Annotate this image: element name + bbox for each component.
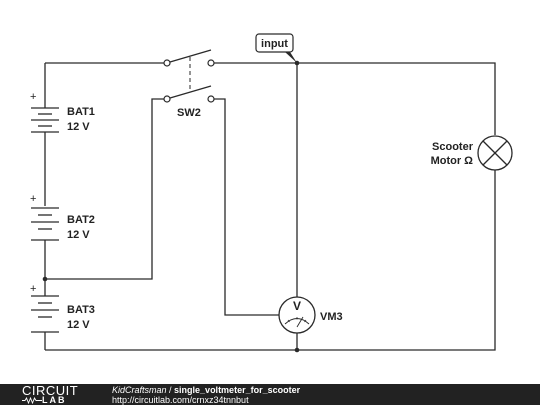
battery-bat1: + BAT1 12 V — [30, 91, 95, 133]
motor-lamp: Scooter Motor Ω — [431, 135, 513, 171]
motor-label-line2: Motor Ω — [431, 155, 474, 167]
bat3-value: 12 V — [67, 319, 90, 331]
wires — [44, 62, 496, 351]
battery-bat2: + BAT2 12 V — [30, 193, 95, 241]
footer-bar: CIRCUIT LAB KidCraftsman / single_voltme… — [0, 384, 540, 405]
voltmeter-symbol: V — [293, 299, 301, 313]
footer-text: KidCraftsman / single_voltmeter_for_scoo… — [112, 385, 300, 405]
wire-motor-bottom — [45, 170, 496, 351]
logo-top-text: CIRCUIT — [22, 383, 79, 398]
footer-author[interactable]: KidCraftsman — [112, 385, 167, 395]
junction-dot — [294, 347, 300, 353]
footer-separator: / — [166, 385, 175, 395]
bat2-value: 12 V — [67, 229, 90, 241]
motor-label-line1: Scooter — [432, 141, 474, 153]
bat1-name: BAT1 — [67, 106, 95, 118]
footer-title: single_voltmeter_for_scooter — [174, 385, 301, 395]
wire-tap-to-switch — [45, 98, 167, 280]
circuitlab-logo: CIRCUIT LAB — [22, 384, 94, 405]
bat1-value: 12 V — [67, 121, 90, 133]
probe-input: input — [255, 33, 297, 63]
bat1-polarity: + — [30, 91, 36, 103]
footer-url[interactable]: http://circuitlab.com/crnxz34tnnbut — [112, 395, 249, 405]
switch-sw2: SW2 — [163, 49, 215, 119]
voltmeter-vm3: V VM3 — [278, 296, 343, 334]
wire-switch-to-meter — [211, 98, 279, 316]
logo-bottom-text: LAB — [42, 395, 67, 405]
battery-bat3: + BAT3 12 V — [30, 283, 95, 333]
bat2-polarity: + — [30, 193, 36, 205]
probe-label: input — [261, 38, 288, 50]
voltmeter-name: VM3 — [320, 311, 343, 323]
bat3-name: BAT3 — [67, 304, 95, 316]
switch-name: SW2 — [177, 107, 201, 119]
wire-top-right — [211, 62, 496, 135]
bat2-name: BAT2 — [67, 214, 95, 226]
bat3-polarity: + — [30, 283, 36, 295]
resistor-glyph-icon — [22, 397, 42, 404]
junction-dot — [42, 276, 48, 282]
